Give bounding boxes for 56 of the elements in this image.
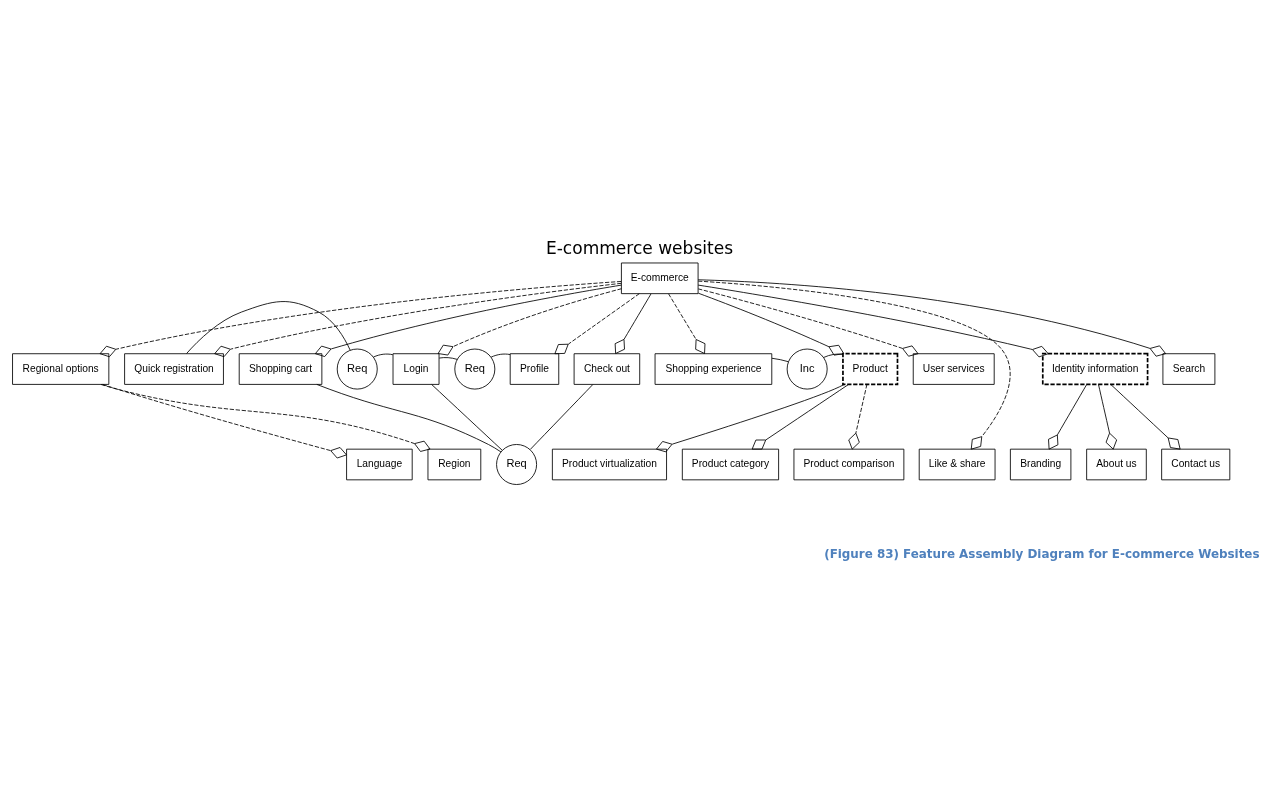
node-box: Product category (681, 448, 780, 481)
connector (214, 282, 622, 358)
connector (698, 292, 845, 356)
connector (100, 384, 431, 452)
connector (823, 353, 844, 358)
node-circle: Req (454, 348, 496, 390)
connector (490, 353, 511, 358)
connector (554, 293, 640, 355)
connector (697, 279, 1167, 357)
connector (99, 281, 622, 358)
node-box: Login (392, 353, 440, 385)
node-box: Product comparison (793, 448, 905, 481)
connector (848, 384, 868, 450)
connector (314, 284, 622, 357)
connector (697, 288, 919, 357)
node-box: Regional options (12, 353, 110, 385)
node-box: Product virtualization (551, 448, 667, 481)
connector (771, 357, 789, 363)
node-circle: Req (496, 444, 538, 485)
node-box: Region (427, 448, 482, 481)
node-box: User services (912, 353, 995, 385)
connector (102, 384, 347, 459)
node-box: Product (842, 352, 899, 386)
node-box: Branding (1009, 448, 1072, 481)
connector (186, 301, 351, 354)
connector (668, 293, 706, 354)
node-circle: Inc (786, 348, 828, 390)
node-circle: Req (336, 348, 378, 390)
node-box: Profile (509, 353, 560, 385)
caption: (Figure 83) Feature Assembly Diagram for E-commerce Websites (824, 546, 1260, 561)
node-box: Search (1162, 353, 1216, 385)
node-box: Identity information (1041, 352, 1149, 386)
connector (697, 284, 1049, 358)
connector (656, 384, 845, 453)
connector (431, 384, 503, 451)
connector (437, 288, 622, 356)
node-box: Quick registration (124, 353, 224, 385)
node-box: Shopping cart (238, 353, 323, 385)
connector (614, 293, 652, 354)
connector (1098, 384, 1118, 450)
connector (1048, 384, 1088, 450)
node-box: E-commerce (620, 262, 699, 295)
node-box: Contact us (1161, 448, 1231, 481)
node-box: About us (1086, 448, 1147, 481)
connector (373, 353, 394, 358)
node-box: Check out (573, 353, 641, 385)
connector (529, 384, 594, 450)
node-box: Language (346, 448, 413, 481)
diagram-title: E-commerce websites (545, 238, 734, 259)
connector (438, 357, 458, 360)
connector (316, 384, 502, 453)
node-box: Like & share (918, 448, 996, 481)
connector (1110, 384, 1181, 450)
connector (697, 280, 1011, 450)
node-box: Shopping experience (654, 353, 773, 385)
connector (751, 384, 849, 450)
